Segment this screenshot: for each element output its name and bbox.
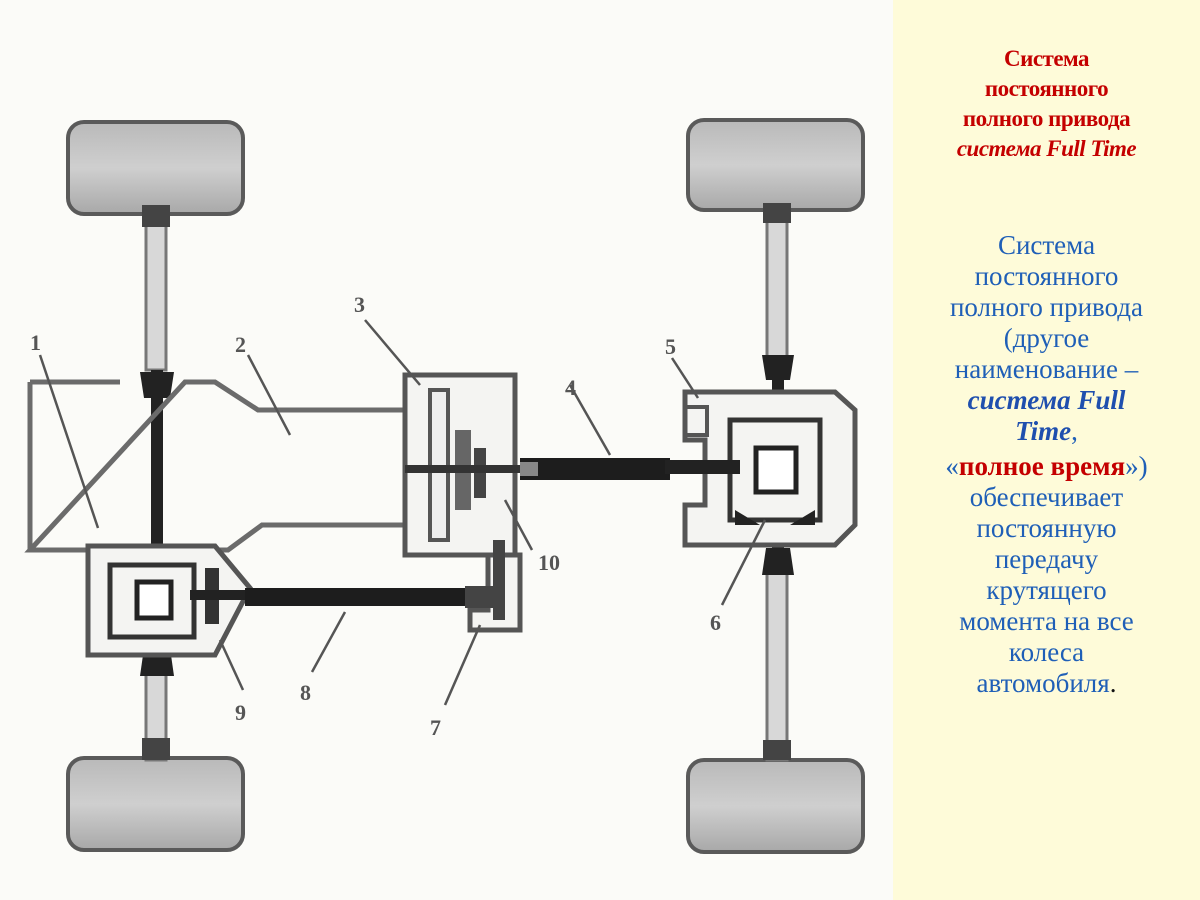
body-line-9: передачу <box>994 544 1099 574</box>
label-7: 7 <box>430 715 441 740</box>
panel-title: Система постоянного полного привода сист… <box>903 44 1190 164</box>
body-line-13: автомобиля <box>976 668 1110 698</box>
wheel-front-left <box>686 118 865 212</box>
body-comma: , <box>1071 416 1078 446</box>
description-panel: Система постоянного полного привода сист… <box>893 0 1200 900</box>
engine-housing <box>24 379 415 553</box>
body-line-3: полного привода <box>949 292 1144 322</box>
wheel-front-right <box>686 758 865 854</box>
body-emphasis-2: Time <box>1015 416 1072 446</box>
body-period: . <box>1109 668 1117 698</box>
label-8: 8 <box>300 680 311 705</box>
quote-close: ») <box>1125 451 1148 481</box>
quote-open: « <box>945 451 959 481</box>
left-axle <box>140 205 174 762</box>
body-emphasis-red: полное время <box>958 451 1126 481</box>
body-line-8: постоянную <box>976 513 1117 543</box>
title-line-1: Система <box>1003 46 1090 71</box>
drivetrain-diagram: 1 2 3 4 5 6 7 8 9 10 <box>24 118 865 854</box>
title-line-2: постоянного <box>984 76 1109 101</box>
body-line-5: наименование – <box>954 354 1139 384</box>
body-line-11: момента на все <box>959 606 1134 636</box>
wheel-rear-left <box>66 120 245 216</box>
body-line-4: (другое <box>1003 323 1090 353</box>
rear-propeller-shaft <box>245 588 475 606</box>
title-italic-line: система Full Time <box>956 136 1137 161</box>
body-line-12: колеса <box>1008 637 1085 667</box>
body-line-10: крутящего <box>986 575 1107 605</box>
front-propeller-shaft <box>520 458 670 480</box>
body-line-7: обеспечивает <box>969 482 1124 512</box>
body-line-1: Система <box>997 230 1096 260</box>
panel-body-text: Система постоянного полного привода (дру… <box>905 230 1188 699</box>
label-10: 10 <box>538 550 560 575</box>
label-1: 1 <box>30 330 41 355</box>
right-axle <box>762 203 794 762</box>
label-3: 3 <box>354 292 365 317</box>
drivetrain-schematic: 1 2 3 4 5 6 7 8 9 10 <box>24 118 865 854</box>
title-line-3: полного привода <box>962 106 1131 131</box>
label-4: 4 <box>565 375 576 400</box>
wheel-rear-right <box>66 756 245 852</box>
body-emphasis-1: система Full <box>967 385 1126 415</box>
label-2: 2 <box>235 332 246 357</box>
label-6: 6 <box>710 610 721 635</box>
label-9: 9 <box>235 700 246 725</box>
label-5: 5 <box>665 334 676 359</box>
body-line-2: постоянного <box>974 261 1119 291</box>
